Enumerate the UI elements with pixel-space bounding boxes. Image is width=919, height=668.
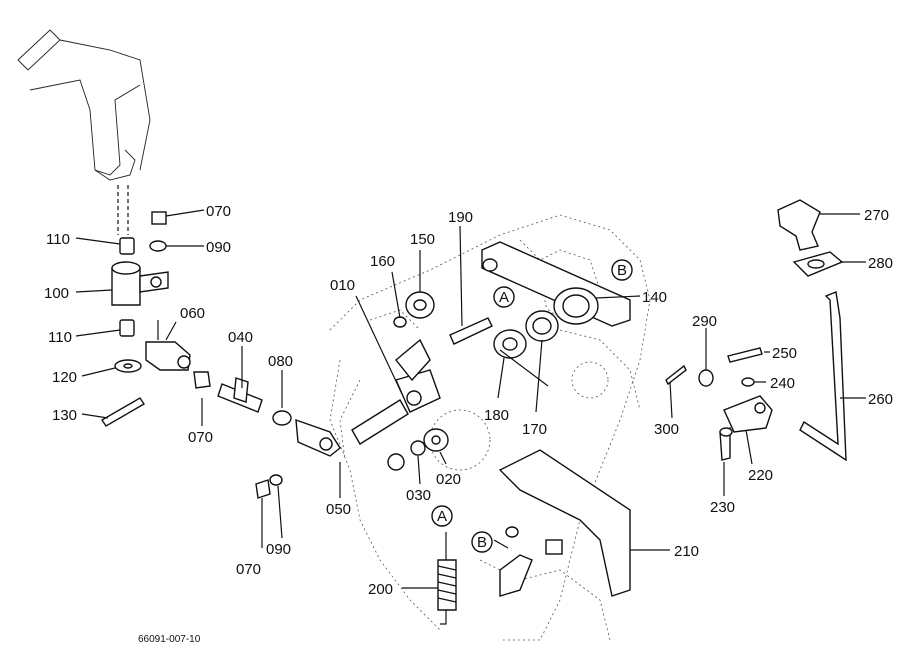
label-200: 200 [368, 581, 393, 598]
label-290: 290 [692, 313, 717, 330]
label-090-top: 090 [206, 239, 231, 256]
callout-a-bottom: A [437, 508, 447, 525]
label-110-top: 110 [46, 231, 70, 248]
spring-200 [437, 548, 457, 625]
callout-a-top: A [499, 289, 509, 306]
label-070-bottom: 070 [236, 561, 261, 578]
label-110-bottom: 110 [48, 329, 72, 346]
label-120: 120 [52, 369, 77, 386]
lever-housing [17, 29, 151, 235]
center-linkage-parts [351, 241, 631, 471]
callout-circle-b1 [611, 259, 633, 281]
label-100: 100 [44, 285, 69, 302]
label-060: 060 [180, 305, 205, 322]
callout-b-top: B [617, 262, 627, 279]
label-220: 220 [748, 467, 773, 484]
label-010: 010 [330, 277, 355, 294]
callout-circles [431, 259, 633, 553]
callout-b-bottom: B [477, 534, 487, 551]
label-250: 250 [772, 345, 797, 362]
drawing-number: 66091-007-10 [138, 634, 201, 645]
label-190: 190 [448, 209, 473, 226]
label-130: 130 [52, 407, 77, 424]
label-030: 030 [406, 487, 431, 504]
label-070-top: 070 [206, 203, 231, 220]
callout-circle-a1 [493, 286, 515, 308]
label-090-bottom: 090 [266, 541, 291, 558]
right-linkage-parts [665, 199, 847, 462]
callout-circle-b2 [471, 531, 493, 553]
part-number-labels: 070 110 090 100 060 110 040 120 080 130 … [44, 203, 893, 645]
label-280: 280 [868, 255, 893, 272]
label-150: 150 [410, 231, 435, 248]
label-170: 170 [522, 421, 547, 438]
label-230: 230 [710, 499, 735, 516]
label-050: 050 [326, 501, 351, 518]
label-070-mid: 070 [188, 429, 213, 446]
label-210: 210 [674, 543, 699, 560]
label-140: 140 [642, 289, 667, 306]
label-240: 240 [770, 375, 795, 392]
callout-circle-a2 [431, 505, 453, 527]
label-020: 020 [436, 471, 461, 488]
leader-lines [75, 209, 866, 589]
bracket-210 [498, 449, 631, 597]
label-040: 040 [228, 329, 253, 346]
left-linkage-parts [101, 211, 341, 499]
label-180: 180 [484, 407, 509, 424]
label-270: 270 [864, 207, 889, 224]
label-160: 160 [370, 253, 395, 270]
label-260: 260 [868, 391, 893, 408]
label-080: 080 [268, 353, 293, 370]
label-300: 300 [654, 421, 679, 438]
